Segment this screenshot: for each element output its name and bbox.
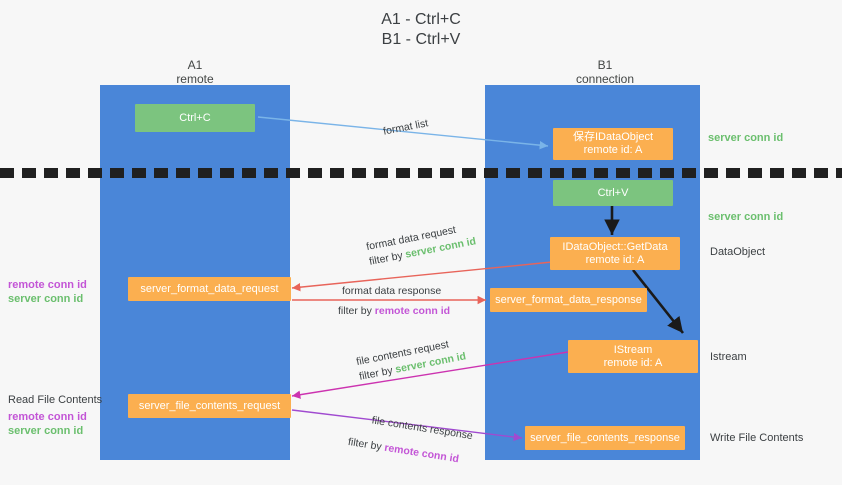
edge-label-format-data-response-filter-prefix: filter by xyxy=(338,305,375,317)
edge-label-file-contents-response-filter-value: remote conn id xyxy=(383,441,460,466)
edge-label-format-list-title: format list xyxy=(382,117,430,138)
column-header-b1-sub: connection xyxy=(575,72,635,86)
column-header-b1-name: B1 xyxy=(597,58,613,72)
left-label-group-format: remote conn id server conn id xyxy=(8,278,87,306)
edge-label-file-contents-response-filter-prefix: filter by xyxy=(347,435,386,454)
box-server-file-contents-request[interactable]: server_file_contents_request xyxy=(128,394,291,418)
box-idataobject-getdata-remoteid: remote id: A xyxy=(585,253,645,266)
box-ctrl-v-label: Ctrl+V xyxy=(597,186,629,199)
page-title: A1 - Ctrl+C B1 - Ctrl+V xyxy=(381,11,461,48)
edge-label-format-data-response-title: format data response xyxy=(342,285,442,297)
box-server-file-contents-response-label: server_file_contents_response xyxy=(530,431,680,444)
left-label-server-conn-id-1: server conn id xyxy=(8,293,84,305)
box-save-idataobject-title: 保存IDataObject xyxy=(572,131,654,143)
box-save-idataobject[interactable]: 保存IDataObject remote id: A xyxy=(553,128,673,160)
box-idataobject-getdata[interactable]: IDataObject::GetData remote id: A xyxy=(550,237,680,270)
label-write-file-contents: Write File Contents xyxy=(710,432,804,444)
box-ctrl-c[interactable]: Ctrl+C xyxy=(135,104,255,132)
box-istream-title: IStream xyxy=(613,343,653,356)
label-server-conn-id-top: server conn id xyxy=(708,132,784,144)
edge-label-format-data-response: format data response filter by remote co… xyxy=(338,284,451,319)
box-server-format-data-request-label: server_format_data_request xyxy=(140,282,279,295)
label-server-conn-id-second: server conn id xyxy=(708,211,784,223)
edge-label-format-list: format list xyxy=(368,102,433,157)
left-label-group-file: remote conn id server conn id xyxy=(8,410,87,438)
edge-label-file-contents-request: file contents request filter by server c… xyxy=(355,335,467,385)
box-server-file-contents-request-label: server_file_contents_request xyxy=(138,399,281,412)
box-server-file-contents-response[interactable]: server_file_contents_response xyxy=(525,426,685,450)
left-label-read-file-contents: Read File Contents xyxy=(8,394,103,406)
edge-label-file-contents-response-title: file contents response xyxy=(370,414,474,443)
label-istream: Istream xyxy=(710,351,747,363)
column-header-a1-name: A1 xyxy=(187,58,203,72)
label-dataobject: DataObject xyxy=(710,246,766,258)
dashed-separator-line xyxy=(0,168,842,178)
left-label-server-conn-id-2: server conn id xyxy=(8,425,84,437)
box-istream[interactable]: IStream remote id: A xyxy=(568,340,698,373)
left-label-remote-conn-id-2: remote conn id xyxy=(8,411,87,423)
box-ctrl-v[interactable]: Ctrl+V xyxy=(553,180,673,206)
edge-label-format-data-response-filter-value: remote conn id xyxy=(374,305,451,317)
box-server-format-data-response-label: server_format_data_response xyxy=(495,293,642,306)
box-ctrl-c-label: Ctrl+C xyxy=(179,111,211,124)
edge-label-file-contents-response: file contents response filter by remote … xyxy=(347,410,474,469)
box-server-format-data-response[interactable]: server_format_data_response xyxy=(490,288,647,312)
box-idataobject-getdata-title: IDataObject::GetData xyxy=(562,240,668,253)
column-header-a1-sub: remote xyxy=(176,72,214,86)
box-save-idataobject-remoteid: remote id: A xyxy=(583,144,643,156)
box-istream-remoteid: remote id: A xyxy=(603,356,663,369)
left-label-remote-conn-id-1: remote conn id xyxy=(8,279,87,291)
box-server-format-data-request[interactable]: server_format_data_request xyxy=(128,277,291,301)
edge-label-format-data-request: format data request filter by server con… xyxy=(365,220,477,270)
